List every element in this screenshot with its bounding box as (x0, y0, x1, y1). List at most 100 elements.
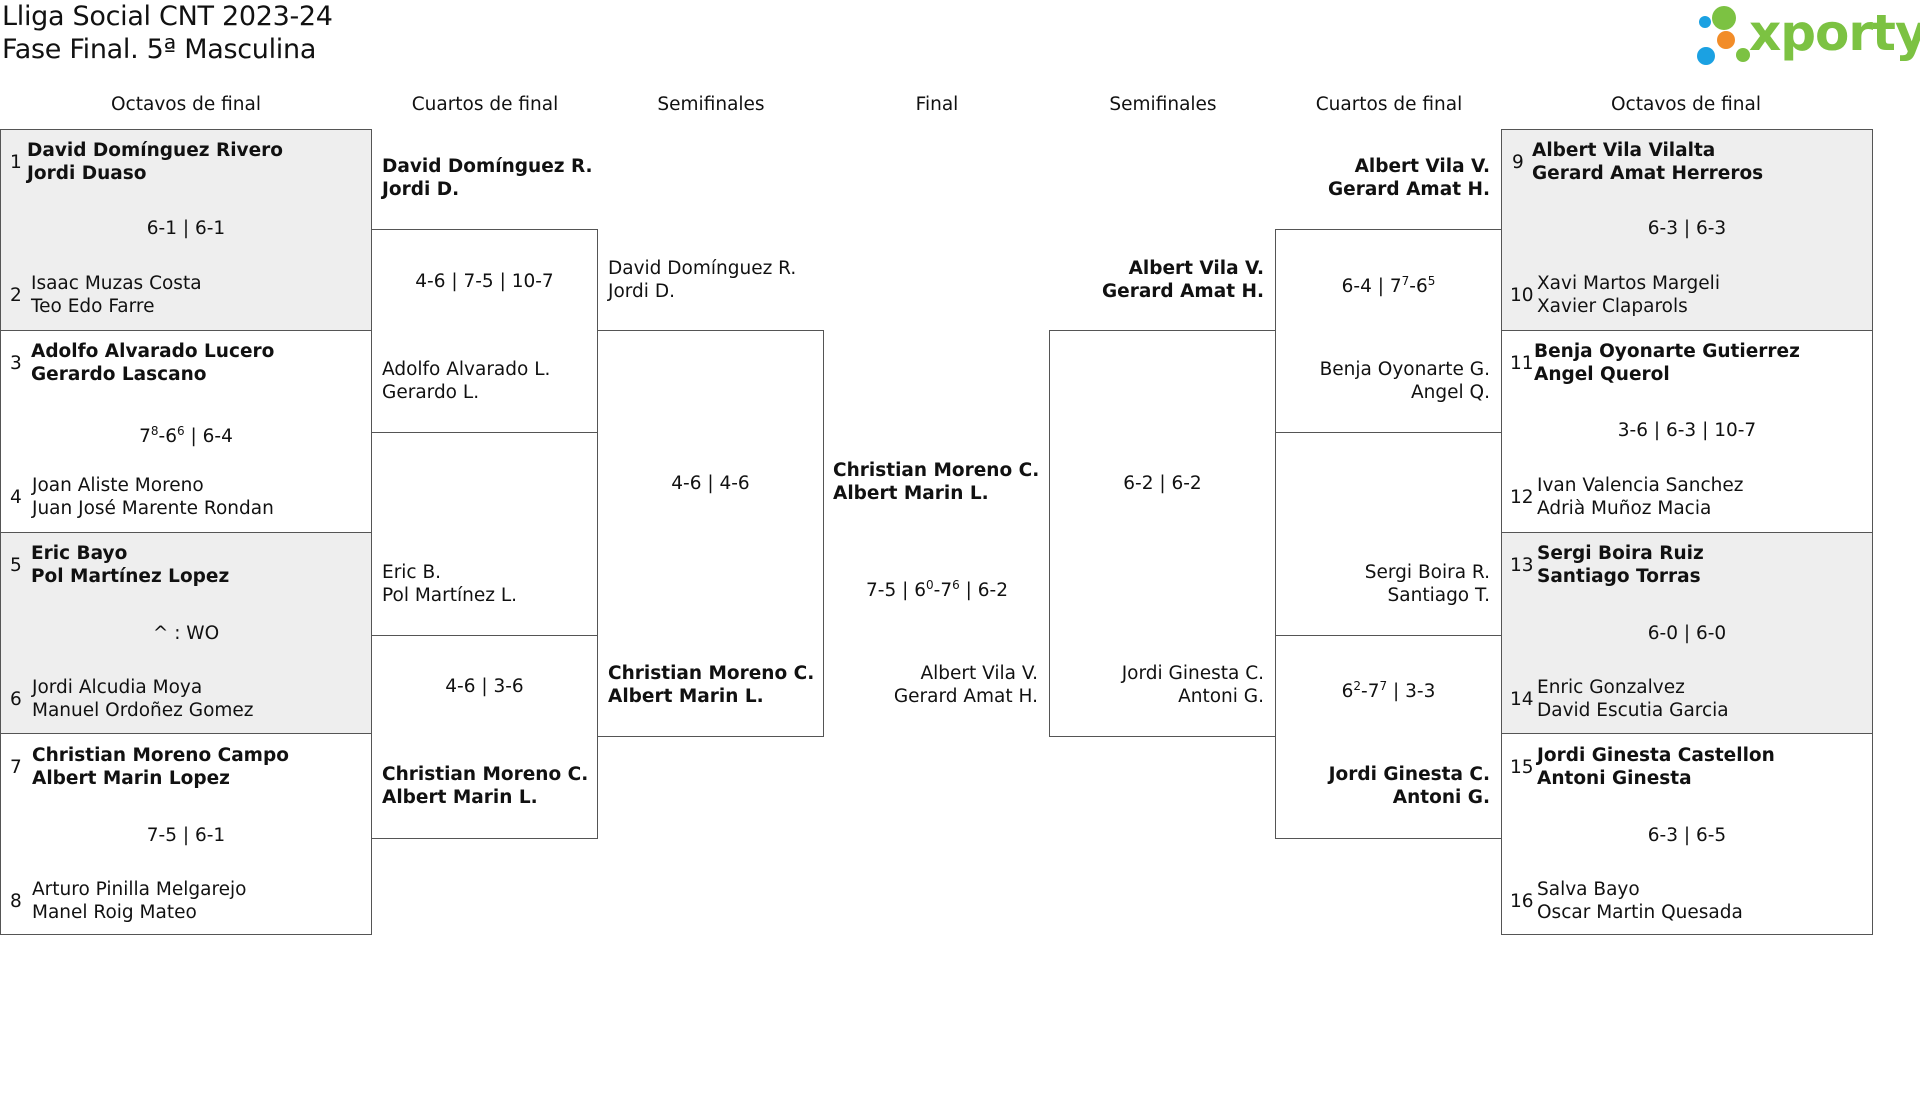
score-part: | 6-2 (959, 580, 1008, 602)
score-part: -7 (933, 580, 953, 602)
team-winner: Albert Vila V. Gerard Amat H. (1328, 155, 1490, 201)
tiebreak-score: 7 (1401, 274, 1410, 288)
final-winner: Christian Moreno C. Albert Marin L. (833, 459, 1039, 505)
match-score: 6-4 | 77-65 (1275, 270, 1502, 298)
player-name: Isaac Muzas Costa (31, 273, 202, 294)
player-name: Teo Edo Farre (31, 296, 155, 317)
match-score: 6-2 | 6-2 (1123, 473, 1202, 494)
score-part: 6-4 | 7 (1341, 276, 1402, 298)
round-header-qf-right: Cuartos de final (1315, 94, 1463, 115)
seed-number: 12 (1510, 487, 1534, 508)
player-name: Jordi Duaso (27, 163, 147, 184)
player-name: Santiago T. (1387, 585, 1490, 606)
seed-number: 8 (10, 891, 22, 912)
seed-number: 2 (10, 285, 22, 306)
seed-number: 4 (10, 487, 22, 508)
team-loser: Xavi Martos Margeli Xavier Claparols (1537, 272, 1720, 318)
team-loser: Sergi Boira R. Santiago T. (1365, 561, 1490, 607)
team-winner: Sergi Boira Ruiz Santiago Torras (1537, 542, 1704, 588)
team-winner: David Domínguez Rivero Jordi Duaso (27, 139, 283, 185)
player-name: Benja Oyonarte Gutierrez (1534, 341, 1800, 362)
player-name: Xavier Claparols (1537, 296, 1688, 317)
seed-number: 15 (1510, 757, 1534, 778)
match-score: 6-3 | 6-3 (1647, 218, 1727, 239)
team-loser: David Domínguez R. Jordi D. (608, 257, 796, 303)
score-part: -6 (158, 426, 177, 448)
tiebreak-score: 6 (177, 424, 185, 438)
player-name: Ivan Valencia Sanchez (1537, 475, 1744, 496)
page-title-line-2: Fase Final. 5ª Masculina (2, 34, 317, 65)
team-loser: Joan Aliste Moreno Juan José Marente Ron… (32, 474, 274, 520)
team-loser: Ivan Valencia Sanchez Adrià Muñoz Macia (1537, 474, 1743, 520)
round-header-qf-left: Cuartos de final (411, 94, 559, 115)
match-score: 6-1 | 6-1 (146, 218, 226, 239)
player-name: David Domínguez R. (382, 156, 593, 177)
sf-match-2 (1049, 330, 1276, 737)
score-part: | 6-4 (184, 426, 233, 448)
player-name: David Escutia Garcia (1537, 700, 1729, 721)
team-loser: Benja Oyonarte G. Angel Q. (1320, 358, 1490, 404)
player-name: Sergi Boira R. (1364, 562, 1490, 583)
match-score: 6-0 | 6-0 (1647, 623, 1727, 644)
match-score: ^ : WO (152, 623, 220, 644)
r16-match-5 (1501, 129, 1873, 331)
team-loser: Salva Bayo Oscar Martin Quesada (1537, 878, 1743, 924)
player-name: Christian Moreno C. (382, 764, 589, 785)
player-name: Gerard Amat H. (893, 686, 1038, 707)
team-winner: Jordi Ginesta Castellon Antoni Ginesta (1537, 744, 1775, 790)
r16-match-1 (0, 129, 372, 331)
player-name: Albert Vila V. (1354, 156, 1490, 177)
page-title-line-1: Lliga Social CNT 2023-24 (2, 1, 333, 32)
team-loser: Jordi Alcudia Moya Manuel Ordoñez Gomez (32, 676, 254, 722)
round-header-r16-right: Octavos de final (1611, 94, 1761, 115)
player-name: Angel Querol (1534, 364, 1670, 385)
team-winner: Adolfo Alvarado Lucero Gerardo Lascano (31, 340, 274, 386)
sf-match-1 (597, 330, 824, 737)
seed-number: 11 (1510, 353, 1534, 374)
player-name: Santiago Torras (1537, 566, 1701, 587)
round-header-sf-left: Semifinales (657, 94, 765, 115)
player-name: Jordi D. (608, 281, 675, 302)
player-name: Albert Vila V. (1128, 258, 1264, 279)
player-name: Gerard Amat H. (1327, 179, 1490, 200)
player-name: Gerard Amat Herreros (1532, 163, 1764, 184)
tiebreak-score: 6 (952, 578, 960, 592)
seed-number: 7 (10, 757, 22, 778)
player-name: Christian Moreno C. (833, 460, 1040, 481)
match-score: 7-5 | 6-1 (146, 825, 226, 846)
seed-number: 3 (10, 353, 22, 374)
player-name: Adolfo Alvarado Lucero (31, 341, 275, 362)
xporty-logo-wordmark: xporty (1749, 4, 1920, 62)
player-name: Christian Moreno Campo (32, 745, 289, 766)
team-loser: Enric Gonzalvez David Escutia Garcia (1537, 676, 1729, 722)
final-runner-up: Albert Vila V. Gerard Amat H. (894, 662, 1038, 708)
seed-number: 5 (10, 555, 22, 576)
player-name: Pol Martínez L. (382, 585, 518, 606)
score-part: 6 (1341, 681, 1354, 703)
player-name: Eric Bayo (31, 543, 128, 564)
round-header-sf-right: Semifinales (1109, 94, 1217, 115)
player-name: Antoni G. (1392, 787, 1490, 808)
player-name: Jordi Ginesta C. (1121, 663, 1264, 684)
player-name: Pol Martínez Lopez (31, 566, 230, 587)
team-winner: David Domínguez R. Jordi D. (382, 155, 593, 201)
r16-match-7 (1501, 532, 1873, 734)
player-name: Joan Aliste Moreno (32, 475, 204, 496)
match-score: 3-6 | 6-3 | 10-7 (1617, 420, 1757, 441)
score-part: | 3-3 (1387, 681, 1436, 703)
score-part: -7 (1361, 681, 1380, 703)
r16-match-3 (0, 532, 372, 734)
seed-number: 6 (10, 689, 22, 710)
player-name: Jordi Ginesta C. (1328, 764, 1490, 785)
team-winner: Eric Bayo Pol Martínez Lopez (31, 542, 229, 588)
match-score: 4-6 | 7-5 | 10-7 (415, 271, 554, 292)
player-name: Gerardo Lascano (31, 364, 207, 385)
player-name: Juan José Marente Rondan (32, 498, 274, 519)
xporty-logo-dots-icon (1697, 6, 1750, 65)
player-name: David Domínguez Rivero (27, 140, 283, 161)
match-score: 4-6 | 3-6 (445, 676, 524, 697)
seed-number: 13 (1510, 555, 1534, 576)
qf-match-2 (371, 635, 598, 839)
player-name: Jordi Ginesta Castellon (1537, 745, 1775, 766)
team-winner: Jordi Ginesta C. Antoni G. (1329, 763, 1490, 809)
